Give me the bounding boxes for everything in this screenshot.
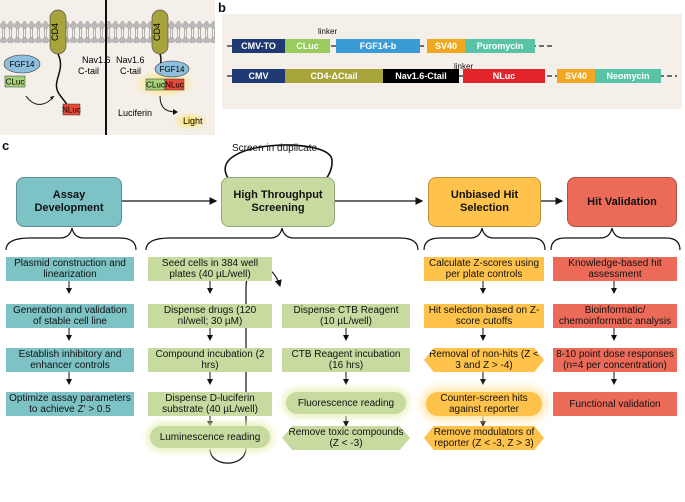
step-remove-toxic: Remove toxic compounds (Z < -3) xyxy=(282,426,410,450)
loop-label: Screen in duplicate xyxy=(232,143,318,154)
step-fluorescence: Fluorescence reading xyxy=(286,392,406,414)
fgf14-right xyxy=(154,60,190,78)
svg-text:NLuc: NLuc xyxy=(62,106,81,115)
svg-text:Light: Light xyxy=(183,116,203,126)
step-stable-cell-line: Generation and validation of stable cell… xyxy=(6,304,134,328)
panel-letter-b: b xyxy=(218,0,226,15)
step-bioinformatic: Bioinformatic/ chemoinformatic analysis xyxy=(553,304,677,328)
linker-label-2: linker xyxy=(454,62,474,71)
svg-text:Luciferin: Luciferin xyxy=(118,108,152,118)
linker-label-1: linker xyxy=(318,27,338,36)
step-hit-selection: Hit selection based on Z-score cutoffs xyxy=(424,304,544,328)
fgf14-left xyxy=(3,54,41,74)
step-luminescence: Luminescence reading xyxy=(150,426,270,448)
header-assay-development: Assay Development xyxy=(16,177,122,227)
segment-cluc: CLuc xyxy=(285,39,330,53)
cluc-left xyxy=(4,75,26,88)
segment-neomycin: Neomycin xyxy=(595,69,661,83)
step-remove-modulators: Remove modulators of reporter (Z < -3, Z… xyxy=(424,426,544,450)
step-seed-cells: Seed cells in 384 well plates (40 µL/wel… xyxy=(148,257,272,281)
cd4-label-left: CD4 xyxy=(50,23,60,41)
svg-text:CLuc: CLuc xyxy=(6,78,25,87)
step-controls: Establish inhibitory and enhancer contro… xyxy=(6,348,134,372)
svg-text:CD4: CD4 xyxy=(152,23,162,41)
step-dispense-luciferin: Dispense D-luciferin substrate (40 µL/we… xyxy=(148,392,272,416)
header-hts: High Throughput Screening xyxy=(221,177,335,227)
segment-sv40-2: SV40 xyxy=(557,69,595,83)
svg-text:Nav1.6: Nav1.6 xyxy=(116,55,145,65)
segment-nluc: NLuc xyxy=(463,69,545,83)
segment-cmv: CMV xyxy=(232,69,285,83)
step-dispense-ctb: Dispense CTB Reagent (10 µL/well) xyxy=(282,304,410,328)
segment-sv40-1: SV40 xyxy=(427,39,465,53)
step-ctb-incubation: CTB Reagent incubation (16 hrs) xyxy=(282,348,410,372)
svg-text:NLuc: NLuc xyxy=(165,81,184,90)
header-hit-selection: Unbiased Hit Selection xyxy=(428,177,541,227)
nluc-left xyxy=(62,103,81,116)
step-remove-non-hits: Removal of non-hits (Z < 3 and Z > -4) xyxy=(424,348,544,372)
step-functional-validation: Functional validation xyxy=(553,392,677,416)
svg-text:FGF14: FGF14 xyxy=(160,65,185,74)
nluc-right xyxy=(164,78,185,91)
segment-fgf14b: FGF14-b xyxy=(336,39,420,53)
panel-letter-c: c xyxy=(2,138,10,153)
segment-nav16-ctail: Nav1.6-Ctail xyxy=(383,69,459,83)
panel-a-illustration: CD4 NLuc Nav1.6 C-tail FGF14 CLuc CD4 Na… xyxy=(0,0,215,135)
svg-text:FGF14: FGF14 xyxy=(10,60,35,69)
step-z-scores: Calculate Z-scores using per plate contr… xyxy=(424,257,544,281)
step-knowledge-based: Knowledge-based hit assessment xyxy=(553,257,677,281)
segment-cd4-dctail: CD4-ΔCtail xyxy=(285,69,383,83)
segment-puromycin: Puromycin xyxy=(465,39,535,53)
construct-backbones xyxy=(227,45,677,77)
svg-text:Nav1.6: Nav1.6 xyxy=(82,55,111,65)
step-dispense-drugs: Dispense drugs (120 nl/well; 30 µM) xyxy=(148,304,272,328)
panel-b-background xyxy=(222,14,682,109)
step-counter-screen: Counter-screen hits against reporter xyxy=(426,392,542,416)
header-hit-validation: Hit Validation xyxy=(567,177,677,227)
segment-cmv-to: CMV-TO xyxy=(232,39,285,53)
step-plasmid: Plasmid construction and linearization xyxy=(6,257,134,281)
svg-text:C-tail: C-tail xyxy=(78,66,99,76)
svg-text:C-tail: C-tail xyxy=(120,66,141,76)
step-optimize: Optimize assay parameters to achieve Z' … xyxy=(6,392,134,416)
step-compound-incubation: Compound incubation (2 hrs) xyxy=(148,348,272,372)
step-dose-response: 8-10 point dose responses (n=4 per conce… xyxy=(553,348,677,372)
svg-text:CLuc: CLuc xyxy=(146,81,165,90)
